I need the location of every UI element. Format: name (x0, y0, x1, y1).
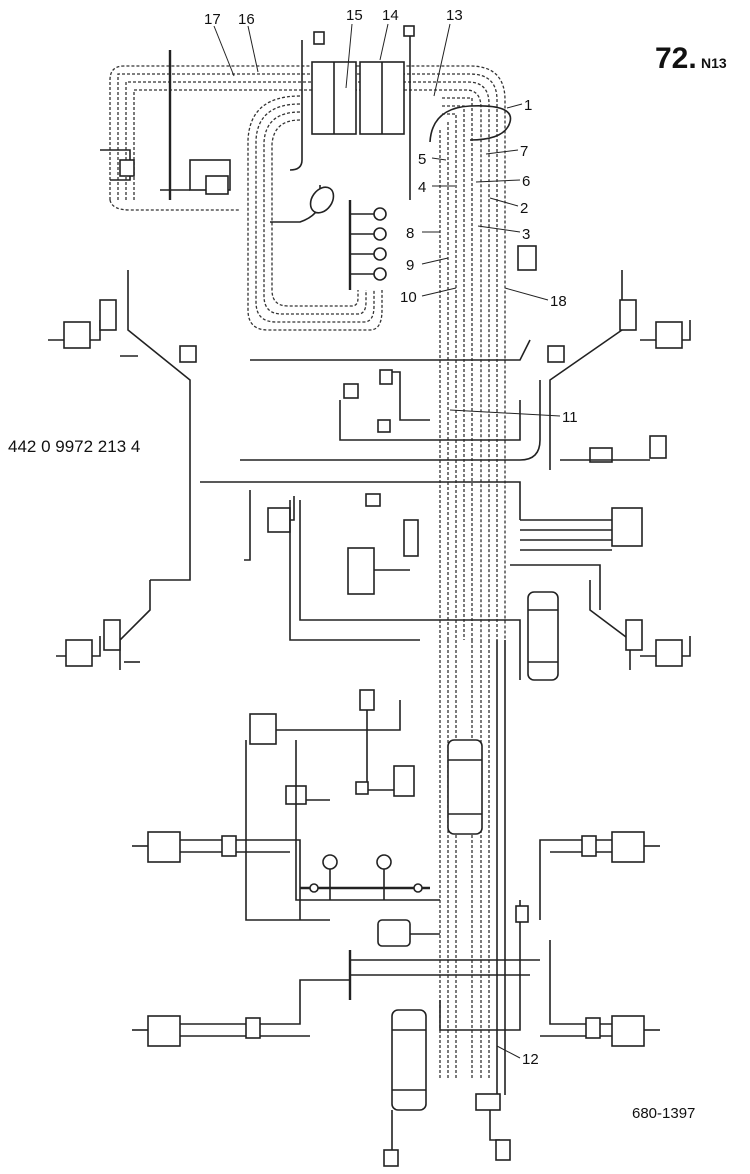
left-upper-assembly (48, 270, 197, 581)
reservoir-bottom (391, 1009, 427, 1111)
callout-4: 4 (418, 179, 426, 196)
page-number: 72. (655, 42, 697, 75)
harness-loop (429, 105, 512, 143)
component-18 (517, 245, 537, 271)
left-lower-assembly (56, 580, 151, 670)
callout-3: 3 (522, 226, 530, 243)
callout-leaders (213, 23, 561, 1059)
callout-12: 12 (522, 1051, 539, 1068)
left-motor-upper (132, 831, 301, 920)
switch-block (348, 200, 387, 290)
callout-1: 1 (524, 97, 532, 114)
left-mid-relay (245, 689, 440, 921)
callout-7: 7 (520, 143, 528, 160)
valve-manifold (300, 854, 430, 900)
callout-18: 18 (550, 293, 567, 310)
cross-wire-upper (250, 339, 531, 361)
right-upper-assembly (547, 270, 691, 470)
callout-17: 17 (204, 11, 221, 28)
page-number-suffix: N13 (701, 55, 727, 71)
central-relay (347, 547, 375, 595)
right-motor-lower (540, 940, 660, 1047)
callout-9: 9 (406, 257, 414, 274)
inner-u-bundle (247, 95, 383, 331)
reservoir-right (527, 591, 559, 681)
right-lower-assembly (589, 580, 691, 670)
callout-5: 5 (418, 151, 426, 168)
relay-cluster-top-left (100, 50, 335, 223)
component-right-mid (649, 435, 667, 459)
main-trunk (439, 640, 506, 1095)
callout-8: 8 (406, 225, 414, 242)
callout-labels: 1 2 3 4 5 6 7 8 9 10 11 12 13 14 15 16 1… (204, 7, 578, 1068)
reservoir-center (447, 739, 483, 835)
pump-unit (377, 919, 411, 947)
right-motor-upper (539, 831, 660, 920)
figure-ref: 680-1397 (632, 1105, 695, 1122)
callout-14: 14 (382, 7, 399, 24)
callout-11: 11 (562, 409, 578, 426)
left-motor-lower (132, 979, 350, 1047)
part-number: 442 0 9972 213 4 (8, 437, 140, 456)
callout-10: 10 (400, 289, 417, 306)
upper-harness-bundle (109, 65, 506, 640)
callout-16: 16 (238, 11, 255, 28)
callout-13: 13 (446, 7, 463, 24)
callout-6: 6 (522, 173, 530, 190)
callout-2: 2 (520, 200, 528, 217)
callout-15: 15 (346, 7, 363, 24)
terminal-block-right (611, 507, 643, 547)
